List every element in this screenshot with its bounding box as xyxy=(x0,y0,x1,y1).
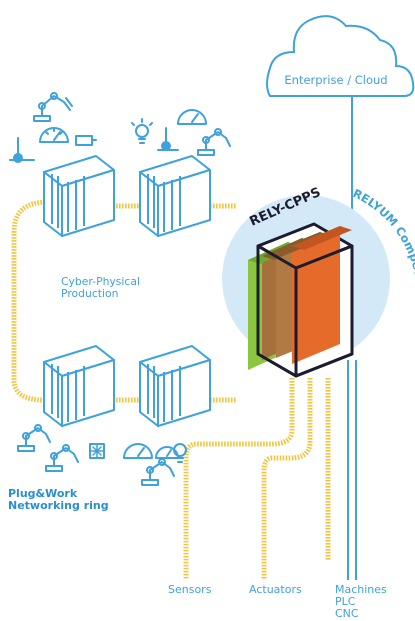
lightbulb-icon xyxy=(131,118,153,144)
gauge-icon xyxy=(123,443,153,459)
gauge-icon xyxy=(177,109,207,125)
robot-arm-icon xyxy=(45,444,79,472)
machines-line-3: CNC xyxy=(335,607,359,621)
gauge-icon xyxy=(39,127,69,143)
chip-icon xyxy=(89,443,105,459)
sensors-label: Sensors xyxy=(168,583,212,596)
cube-icon xyxy=(248,222,354,378)
ring-label-line-2: Networking ring xyxy=(8,499,109,513)
server-modules xyxy=(43,155,211,427)
device-icons xyxy=(9,92,231,486)
machines-line-2: PLC xyxy=(335,595,356,609)
cloud-connection-lines xyxy=(347,96,357,580)
plug-work-label: Plug&Work Networking ring xyxy=(8,487,109,513)
cyber-label-line-2: Production xyxy=(61,286,119,300)
robot-arm-icon xyxy=(17,424,51,452)
cloud-shape xyxy=(266,15,415,97)
thermometer-icon xyxy=(157,127,179,151)
cloud-label: Enterprise / Cloud xyxy=(284,73,388,87)
camera-icon xyxy=(75,135,97,146)
lightbulb-icon xyxy=(173,443,187,463)
rely-cpps-core: RELY-CPPS RELYUM Competence xyxy=(222,185,415,378)
server-module-top-right xyxy=(139,155,211,237)
actuators-label: Actuators xyxy=(249,583,302,596)
cyber-label-line-1: Cyber-Physical xyxy=(61,275,140,288)
machines-label: Machines PLC CNC xyxy=(335,583,387,621)
machines-line-1: Machines xyxy=(335,583,387,596)
robot-arm-icon xyxy=(33,92,73,122)
ring-label-line-1: Plug&Work xyxy=(8,487,78,500)
thermometer-icon xyxy=(9,137,35,163)
server-module-bottom-left xyxy=(43,345,115,427)
server-module-bottom-right xyxy=(139,345,211,427)
robot-arm-icon xyxy=(197,128,231,156)
server-module-top-left xyxy=(43,155,115,237)
robot-arm-icon xyxy=(141,458,175,486)
cyber-physical-label: Cyber-Physical Production xyxy=(61,276,140,300)
